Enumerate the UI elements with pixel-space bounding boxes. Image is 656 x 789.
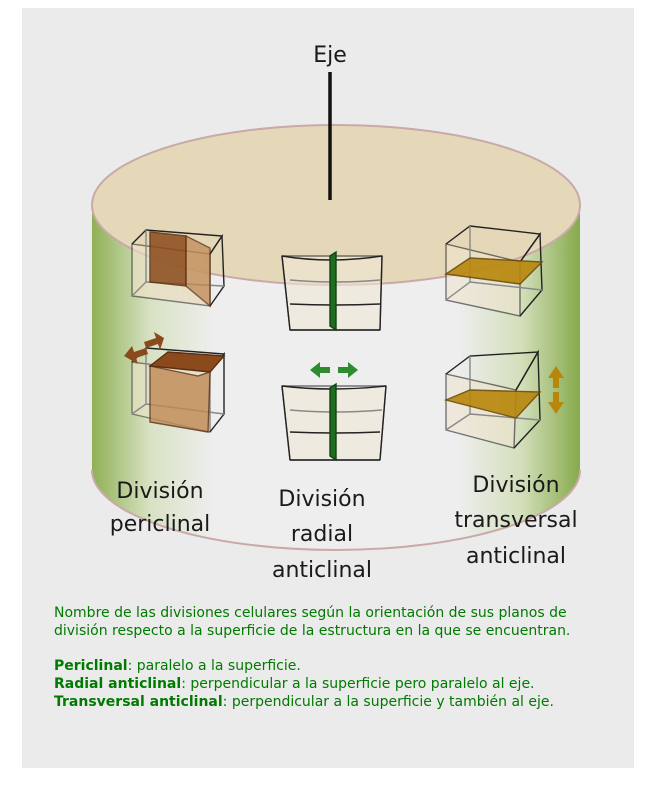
periclinal-plane-top: [149, 231, 187, 287]
definition-term: Periclinal: [54, 658, 128, 674]
label-transversal-line1: División: [472, 473, 559, 498]
transversal-cube-top: [444, 225, 544, 317]
periclinal-plane-bottom: [149, 365, 211, 433]
radial-cube-bottom: [281, 382, 387, 462]
caption-intro: Nombre de las divisiones celulares según…: [54, 605, 571, 639]
periclinal-arrows: [124, 332, 164, 364]
transversal-plane-top: [444, 257, 544, 285]
axis-label: Eje: [313, 43, 347, 68]
definition-periclinal: Periclinal: paralelo a la superficie.: [54, 657, 624, 675]
label-transversal-line2: transversal: [454, 508, 577, 533]
label-radial-line2: radial: [291, 522, 353, 547]
definition-text: : perpendicular a la superficie y tambié…: [222, 694, 554, 710]
definition-term: Radial anticlinal: [54, 676, 182, 692]
radial-arrows: [310, 362, 358, 378]
cylinder-bottom-rim: [91, 469, 581, 551]
caption: Nombre de las divisiones celulares según…: [54, 604, 624, 711]
definition-text: : paralelo a la superficie.: [127, 658, 301, 674]
radial-plane-bottom: [329, 382, 337, 462]
radial-cube-top: [281, 250, 383, 332]
label-transversal-line3: anticlinal: [466, 544, 566, 569]
definition-term: Transversal anticlinal: [54, 694, 223, 710]
label-periclinal-line1: División: [116, 479, 203, 504]
cell-division-diagram: Eje: [91, 43, 581, 583]
transversal-plane-bottom: [443, 389, 542, 419]
definition-radial: Radial anticlinal: perpendicular a la su…: [54, 675, 624, 693]
label-periclinal-line2: periclinal: [110, 512, 211, 537]
radial-plane-top: [329, 250, 337, 332]
label-radial-line3: anticlinal: [272, 558, 372, 583]
label-radial-line1: División: [278, 487, 365, 512]
transversal-cube-bottom: [443, 349, 542, 449]
periclinal-cube-top: [131, 229, 225, 308]
definition-transversal: Transversal anticlinal: perpendicular a …: [54, 693, 624, 711]
transversal-arrows: [548, 366, 564, 414]
periclinal-cube-bottom: [131, 347, 226, 433]
definition-text: : perpendicular a la superficie pero par…: [181, 676, 535, 692]
